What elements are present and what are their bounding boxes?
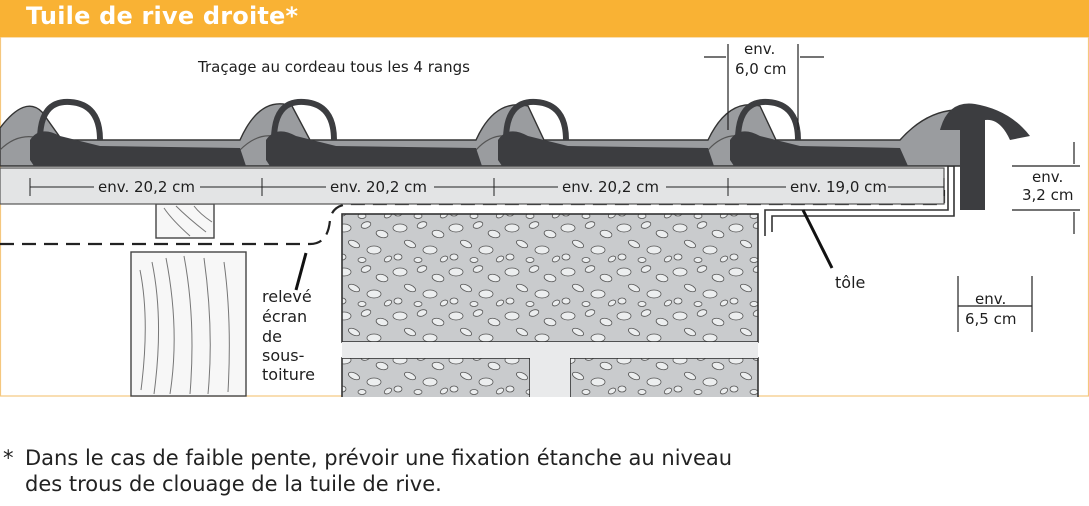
underlay-label-5: toiture [262, 365, 315, 384]
underlay-label-4: sous- [262, 346, 304, 365]
underlay-membrane [0, 190, 946, 246]
tile-row [0, 98, 1030, 210]
spacing-label-1: env. 20,2 cm [98, 178, 195, 196]
footnote-line-2: des trous de clouage de la tuile de rive… [25, 472, 442, 496]
underlay-label-3: de [262, 327, 282, 346]
dimension-6cm [704, 44, 824, 130]
footnote-line-1: Dans le cas de faible pente, prévoir une… [25, 446, 733, 470]
spacing-label-4: env. 19,0 cm [790, 178, 887, 196]
dimension-spacing [29, 178, 945, 196]
underlay-label-2: écran [262, 307, 307, 326]
spacing-label-3: env. 20,2 cm [562, 178, 659, 196]
chalk-line-label: Traçage au cordeau tous les 4 rangs [197, 58, 470, 76]
masonry-wall [341, 213, 759, 397]
dimension-6-5cm [957, 276, 1033, 332]
dimension-3-2cm [1012, 142, 1080, 234]
spacing-label-2: env. 20,2 cm [330, 178, 427, 196]
footnote-star: * [3, 446, 14, 470]
page-title: Tuile de rive droite* [26, 2, 299, 30]
dim-32-line2: 3,2 cm [1022, 186, 1073, 204]
dim-65-line2: 6,5 cm [965, 310, 1016, 328]
dim-6-line2: 6,0 cm [735, 60, 786, 78]
title-bar: Tuile de rive droite* [0, 0, 1089, 37]
dim-6-line1: env. [744, 40, 775, 58]
rafter [130, 251, 247, 397]
sheet-label: tôle [835, 273, 865, 292]
rake-tile-diagram: Traçage au cordeau tous les 4 rangs env.… [0, 37, 1089, 397]
counter-batten [155, 203, 215, 239]
tile-batten [0, 167, 945, 205]
dim-32-line1: env. [1032, 168, 1063, 186]
underlay-label-1: relevé [262, 287, 312, 306]
dim-65-line1: env. [975, 290, 1006, 308]
